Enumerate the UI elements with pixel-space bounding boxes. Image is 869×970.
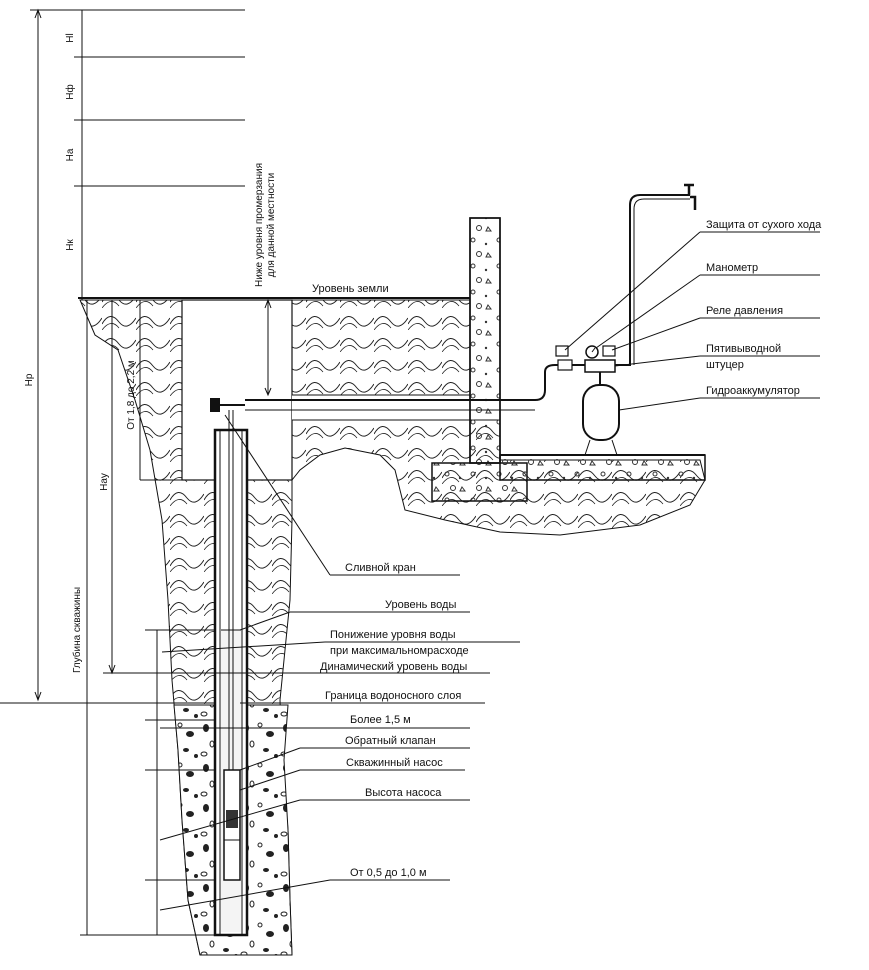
five-way-fitting: [584, 359, 616, 373]
dim-well-depth: Глубина скважины: [71, 587, 83, 673]
label-five-way-2: штуцер: [706, 359, 744, 371]
label-dry-run: Защита от сухого хода: [706, 219, 822, 231]
dim-freeze-range: От 1,8 до 2,2 м: [126, 360, 137, 430]
pipe-trench: [292, 395, 470, 420]
label-water-level: Уровень воды: [385, 599, 456, 611]
dim-hay: Нау: [99, 473, 110, 491]
label-bottom-gap: От 0,5 до 1,0 м: [350, 867, 427, 879]
floor-slab: [499, 454, 706, 481]
water-tap-icon: [684, 183, 697, 210]
label-drawdown-2: при максимальномрасходе: [330, 645, 469, 657]
dim-hl: Нl: [65, 33, 76, 42]
pressure-relay: [602, 345, 616, 357]
freeze-note-1: Ниже уровня промерзания: [254, 163, 265, 287]
house-wall: [469, 217, 501, 464]
label-more-than: Более 1,5 м: [350, 714, 411, 726]
dim-ha: На: [65, 148, 76, 161]
label-drain-valve: Сливной кран: [345, 562, 416, 574]
label-manometer: Манометр: [706, 262, 758, 274]
label-five-way-1: Пятивыводной: [706, 343, 781, 355]
label-pressure-relay: Реле давления: [706, 305, 783, 317]
label-aquifer-boundary: Граница водоносного слоя: [325, 690, 461, 702]
freeze-note-2: для данной местности: [266, 173, 277, 278]
label-pump-height: Высота насоса: [365, 787, 442, 799]
label-drawdown-1: Понижение уровня воды: [330, 629, 456, 641]
dim-hk: Нк: [65, 239, 76, 251]
label-check-valve: Обратный клапан: [345, 735, 436, 747]
label-dynamic-level: Динамический уровень воды: [320, 661, 467, 673]
drain-valve: [210, 398, 220, 412]
hydro-accumulator: [582, 384, 620, 441]
label-ground-level: Уровень земли: [312, 283, 389, 295]
label-accumulator: Гидроаккумулятор: [706, 385, 800, 397]
dim-hr: Нр: [24, 373, 35, 386]
dry-run-protector: [555, 345, 569, 357]
label-pump: Скважинный насос: [346, 757, 443, 769]
dim-hf: Нф: [64, 84, 76, 99]
